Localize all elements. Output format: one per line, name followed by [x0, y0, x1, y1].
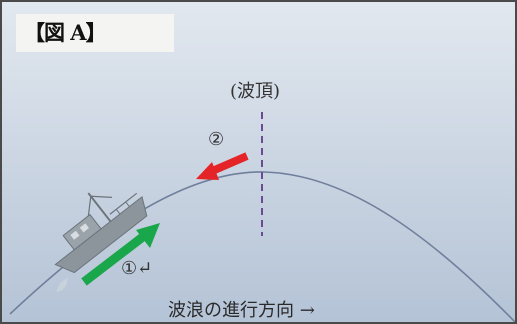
wave-direction-label: 波浪の進行方向 →: [168, 300, 315, 321]
crest-label: (波頂): [230, 81, 281, 102]
arrow-up-right-icon: [81, 223, 160, 286]
step-1-label: ①↵: [121, 258, 153, 279]
arrow-left-icon: [196, 152, 249, 180]
fishing-boat-icon: [54, 192, 148, 292]
figure-label: 【図 A】: [16, 14, 174, 52]
step-2-label: ②: [208, 129, 225, 150]
